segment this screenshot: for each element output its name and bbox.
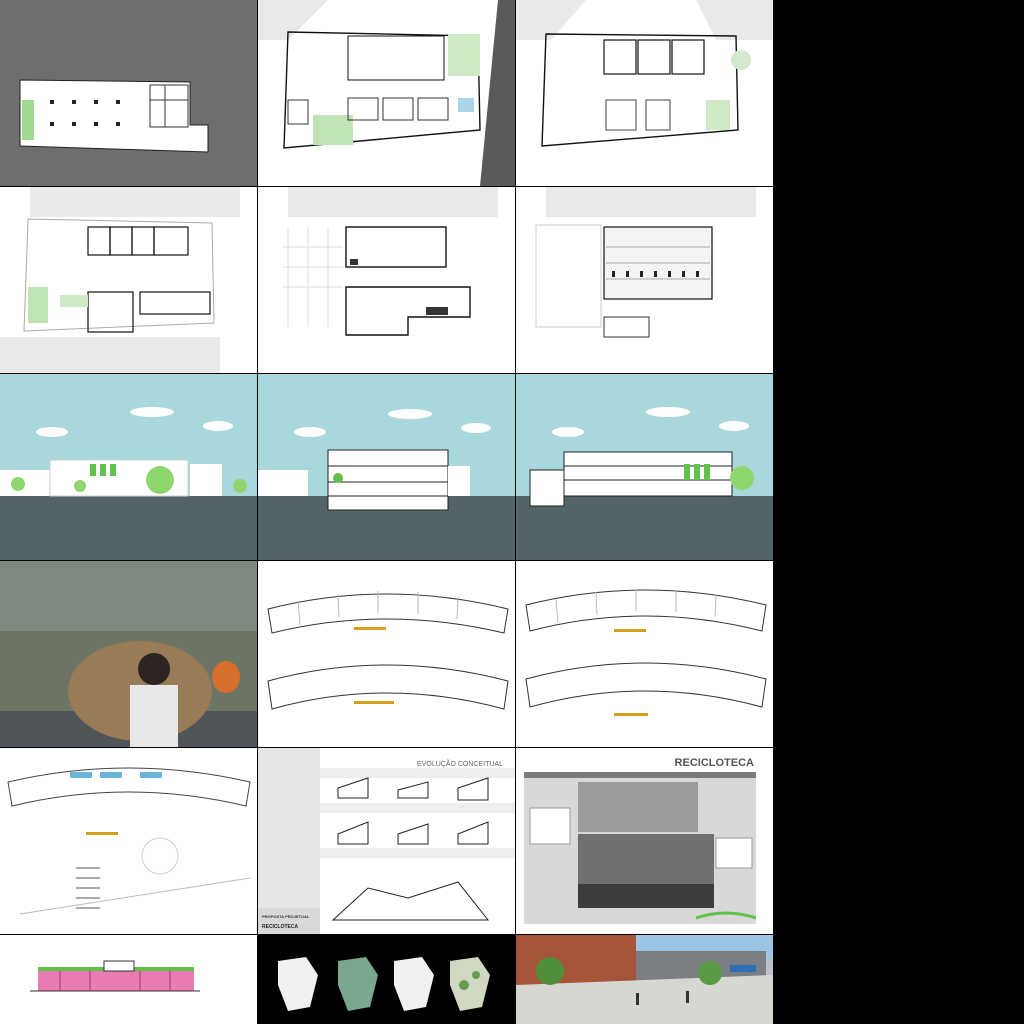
massing-diagrams-drawing <box>258 935 515 1024</box>
man-with-sheep-photo <box>0 561 257 747</box>
tile-floor-plan-upper[interactable] <box>516 0 773 186</box>
tile-section-a[interactable] <box>258 374 515 560</box>
concept-board-footer-label: PROPOSTA PROJETUAL <box>262 914 310 919</box>
tile-floor-plan-ground[interactable] <box>258 0 515 186</box>
floor-plan-level-drawing <box>0 187 257 373</box>
curved-plan-3-drawing <box>0 748 257 934</box>
floor-plan-structure-drawing <box>258 187 515 373</box>
presentation-board-title: RECICLOTECA <box>675 757 755 769</box>
roof-plan-drawing <box>516 187 773 373</box>
site-plan-drawing <box>0 0 257 186</box>
tile-curved-plan-3[interactable] <box>0 748 257 934</box>
image-grid: EVOLUÇÃO CONCEITUAL PROPOSTA PROJETUAL R… <box>0 0 773 1024</box>
tile-curved-plan-1[interactable] <box>258 561 515 747</box>
elevation-drawing <box>0 374 257 560</box>
tile-presentation-board[interactable]: RECICLOTECA <box>516 748 773 934</box>
floor-plan-upper-drawing <box>516 0 773 186</box>
tile-massing-diagrams[interactable] <box>258 935 515 1024</box>
presentation-board-drawing: RECICLOTECA <box>516 748 773 934</box>
curved-plan-2-drawing <box>516 561 773 747</box>
tile-photo-man-sheep[interactable] <box>0 561 257 747</box>
section-a-drawing <box>258 374 515 560</box>
section-b-drawing <box>516 374 773 560</box>
street-render-image <box>516 935 773 1024</box>
concept-board-footer-brand: RECICLOTECA <box>262 924 299 930</box>
tile-curved-plan-2[interactable] <box>516 561 773 747</box>
floor-plan-ground-drawing <box>258 0 515 186</box>
tile-street-render[interactable] <box>516 935 773 1024</box>
tile-floor-plan-structure[interactable] <box>258 187 515 373</box>
tile-floor-plan-level[interactable] <box>0 187 257 373</box>
curved-plan-1-drawing <box>258 561 515 747</box>
tile-concept-board[interactable]: EVOLUÇÃO CONCEITUAL PROPOSTA PROJETUAL R… <box>258 748 515 934</box>
tile-elevation[interactable] <box>0 374 257 560</box>
tile-site-plan[interactable] <box>0 0 257 186</box>
elevation-pink-drawing <box>0 935 257 1024</box>
tile-elevation-pink[interactable] <box>0 935 257 1024</box>
tile-roof-plan[interactable] <box>516 187 773 373</box>
concept-board-drawing: EVOLUÇÃO CONCEITUAL PROPOSTA PROJETUAL R… <box>258 748 515 934</box>
concept-board-title: EVOLUÇÃO CONCEITUAL <box>417 759 503 768</box>
tile-section-b[interactable] <box>516 374 773 560</box>
